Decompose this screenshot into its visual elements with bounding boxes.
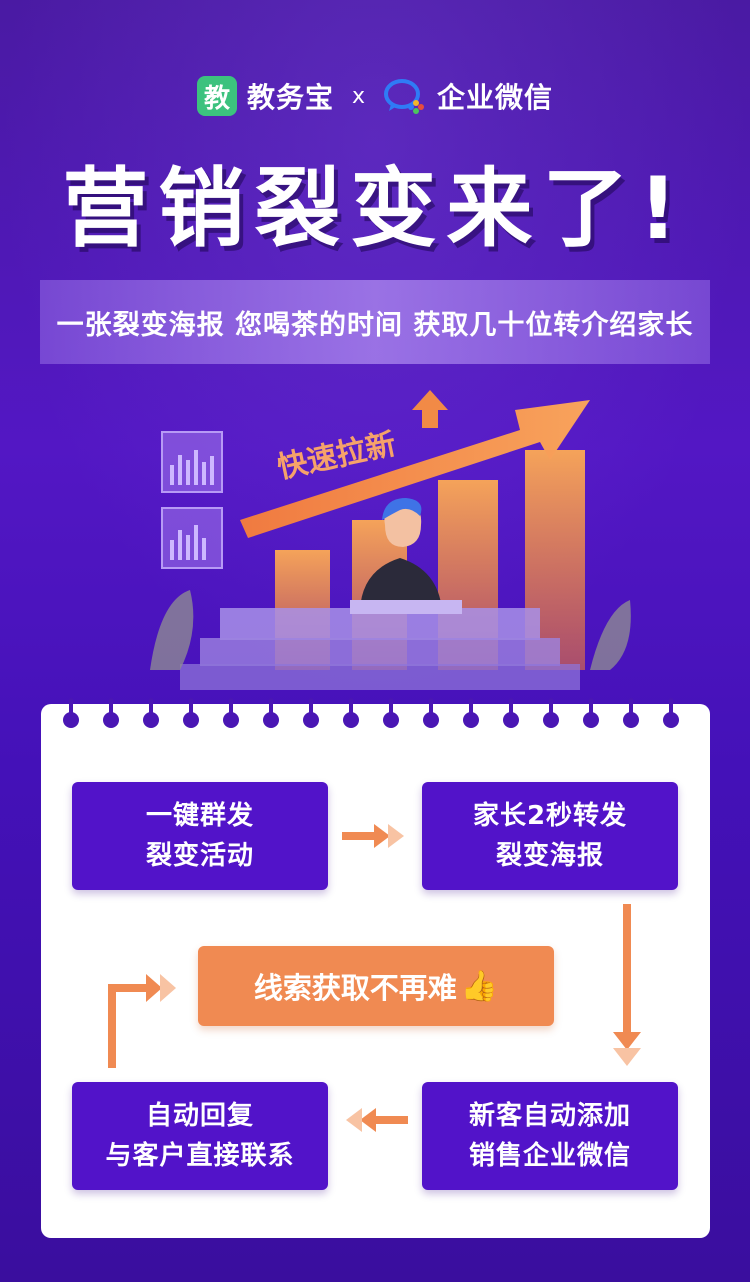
page-title: 营销裂变来了! xyxy=(62,159,688,259)
binder-ring xyxy=(343,698,359,728)
step-4-line-2: 与客户直接联系 xyxy=(105,1141,295,1171)
binder-ring xyxy=(543,698,559,728)
step-1-line-2: 裂变活动 xyxy=(145,841,254,871)
wecom-logo-icon xyxy=(384,79,425,114)
binder-ring xyxy=(623,698,639,728)
binder-ring xyxy=(383,698,399,728)
highlight-banner: 线索获取不再难 👍 xyxy=(198,946,554,1026)
binder-ring xyxy=(303,698,319,728)
step-3-line-1: 新客自动添加 xyxy=(468,1101,631,1131)
binder-ring xyxy=(223,698,239,728)
subtitle-text: 一张裂变海报 您喝茶的时间 获取几十位转介绍家长 xyxy=(56,309,694,341)
arrow-down-icon xyxy=(613,904,641,1066)
wecom-name: 企业微信 xyxy=(437,81,554,114)
binder-ring xyxy=(103,698,119,728)
jiaowubao-name: 教务宝 xyxy=(246,81,334,114)
step-2-line-1: 家长2秒转发 xyxy=(472,801,628,831)
highlight-text: 线索获取不再难 xyxy=(253,971,457,1005)
person-figure xyxy=(350,498,462,614)
step-2-line-2: 裂变海报 xyxy=(495,841,604,871)
step-auto-reply: 自动回复 与客户直接联系 xyxy=(72,1082,328,1190)
brand-separator: x xyxy=(351,83,366,109)
jiaowubao-logo-icon: 教 xyxy=(196,76,237,116)
step-3-line-2: 销售企业微信 xyxy=(468,1141,631,1171)
binder-ring xyxy=(423,698,439,728)
binder-ring xyxy=(183,698,199,728)
subtitle-banner: 一张裂变海报 您喝茶的时间 获取几十位转介绍家长 xyxy=(40,280,710,364)
mini-chart-2 xyxy=(161,507,223,569)
binder-ring xyxy=(143,698,159,728)
arrow-right-icon xyxy=(342,824,404,848)
binder-ring xyxy=(583,698,599,728)
brand-header: 教 教务宝 x 企业微信 xyxy=(0,74,750,118)
step-1-line-1: 一键群发 xyxy=(145,801,254,831)
step-4-line-1: 自动回复 xyxy=(145,1101,254,1131)
growth-illustration: 快速拉新 xyxy=(150,390,631,690)
thumbs-up-icon: 👍 xyxy=(460,968,499,1004)
binder-ring xyxy=(263,698,279,728)
binder-ring xyxy=(463,698,479,728)
step-parent-share: 家长2秒转发 裂变海报 xyxy=(422,782,678,890)
arrow-left-icon xyxy=(346,1108,408,1132)
arrow-up-right-icon xyxy=(108,974,176,1068)
up-arrow-icon xyxy=(412,390,448,428)
growth-arrow xyxy=(240,400,590,538)
binder-ring xyxy=(63,698,79,728)
step-auto-add: 新客自动添加 销售企业微信 xyxy=(422,1082,678,1190)
binder-ring xyxy=(503,698,519,728)
binder-ring xyxy=(663,698,679,728)
step-group-send: 一键群发 裂变活动 xyxy=(72,782,328,890)
